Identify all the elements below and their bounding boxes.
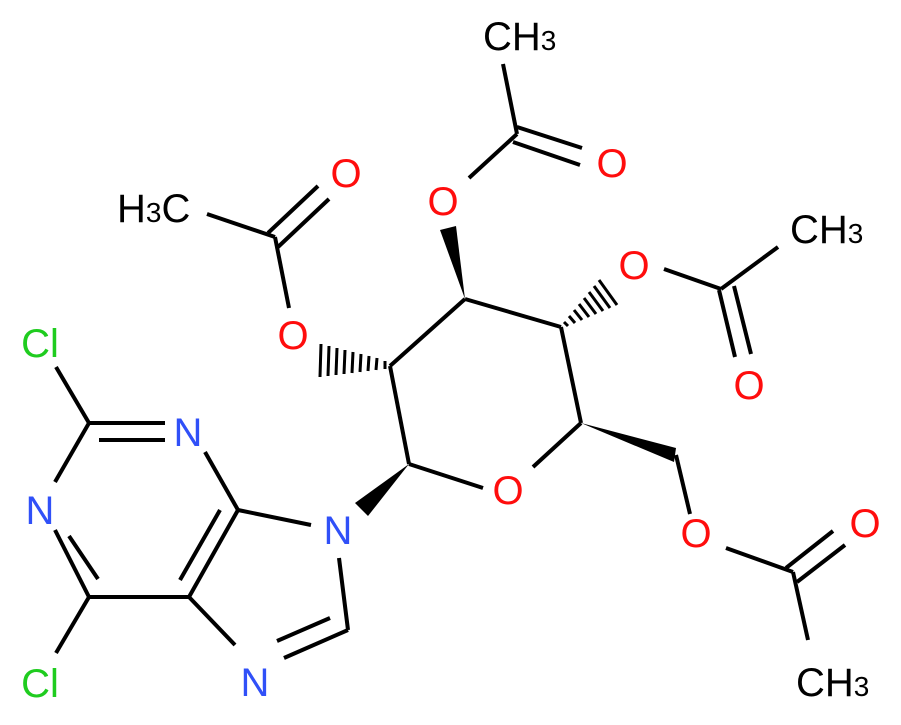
oxygen-atom-o4: O (618, 244, 649, 288)
oxygen-atom-o3-carbonyl: O (596, 142, 627, 186)
oxygen-atom-o2: O (277, 314, 308, 358)
sugar-ring-bonds (388, 297, 583, 490)
nitrogen-atom-n7: N (241, 661, 270, 705)
methyl-group-left: H3C (117, 187, 190, 231)
hash-bond-c4-o4 (562, 279, 619, 328)
wedge-bond-c3-o3 (440, 226, 465, 299)
nitrogen-atom-n9: N (324, 509, 353, 553)
chlorine-atom-top: Cl (21, 322, 59, 366)
nitrogen-atom-n1: N (26, 489, 55, 533)
oxygen-atom-o3: O (427, 180, 458, 224)
methyl-group-bottom: CH3 (796, 661, 869, 705)
chlorine-atom-bottom: Cl (21, 662, 59, 706)
hash-bond-c2-o2 (318, 343, 387, 378)
oxygen-atom-ring: O (492, 469, 523, 513)
oxygen-atom-o4-carbonyl: O (733, 364, 764, 408)
wedge-bond-c5-c6 (581, 423, 676, 462)
purine-bonds (53, 365, 350, 660)
wedge-bond-n9-c1 (355, 464, 409, 516)
oxygen-atom-o6: O (680, 512, 711, 556)
methyl-group-right: CH3 (790, 208, 863, 252)
oxygen-atom-o6-carbonyl: O (849, 502, 880, 546)
acetyl-bonds (206, 63, 847, 641)
nitrogen-atom-n3: N (174, 411, 203, 455)
methyl-group-top: CH3 (483, 15, 556, 59)
oxygen-atom-o2-carbonyl: O (330, 152, 361, 196)
